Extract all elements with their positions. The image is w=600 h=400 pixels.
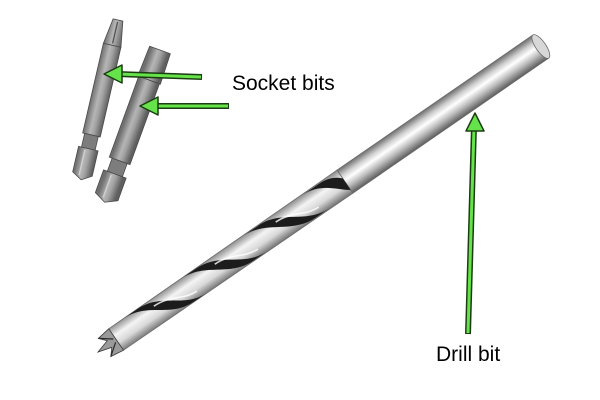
socket-bit-phillips xyxy=(72,18,124,181)
callout-arrow-socket-bits-2 xyxy=(139,96,229,116)
drill-bit xyxy=(96,34,551,358)
drill-bit-label: Drill bit xyxy=(436,343,501,366)
socket-bits-label: Socket bits xyxy=(232,72,335,95)
callout-arrow-drill-bit xyxy=(465,112,485,335)
callout-arrow-socket-bits-1 xyxy=(103,64,203,84)
